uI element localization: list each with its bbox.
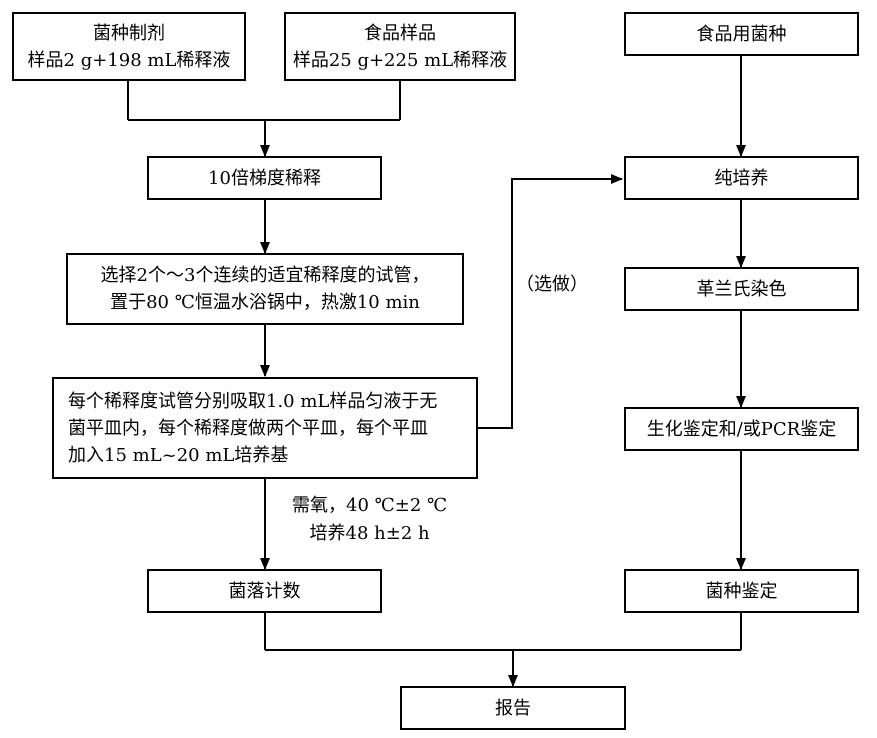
- node-plating-line1: 每个稀释度试管分别吸取1.0 mL样品匀液于无: [68, 390, 438, 412]
- node-food-strain-label: 食品用菌种: [696, 23, 787, 45]
- node-food-sample: 食品样品 样品25 g+225 mL稀释液: [284, 12, 516, 81]
- incubation-line1: 需氧，40 ℃±2 ℃: [292, 495, 448, 516]
- node-bacteria-prep: 菌种制剂 样品2 g+198 mL稀释液: [12, 12, 246, 81]
- node-strain-id: 菌种鉴定: [624, 569, 859, 613]
- node-gram-stain: 革兰氏染色: [624, 267, 859, 311]
- incubation-conditions: 需氧，40 ℃±2 ℃ 培养48 h±2 h: [292, 492, 447, 548]
- incubation-line2: 培养48 h±2 h: [309, 523, 430, 544]
- node-food-sample-detail: 样品25 g+225 mL稀释液: [292, 49, 508, 71]
- node-select-tubes-line1: 选择2个～3个连续的适宜稀释度的试管，: [100, 265, 430, 286]
- node-gram-stain-label: 革兰氏染色: [696, 278, 787, 300]
- node-pure-culture-label: 纯培养: [714, 167, 769, 189]
- node-food-sample-title: 食品样品: [364, 22, 436, 44]
- node-strain-id-label: 菌种鉴定: [705, 580, 778, 602]
- node-report: 报告: [400, 686, 626, 730]
- node-biochem-id-label: 生化鉴定和/或PCR鉴定: [646, 418, 837, 440]
- node-bacteria-prep-title: 菌种制剂: [93, 22, 165, 44]
- node-dilution: 10倍梯度稀释: [147, 156, 382, 200]
- node-plating-line3: 加入15 mL~20 mL培养基: [68, 444, 289, 466]
- node-biochem-id: 生化鉴定和/或PCR鉴定: [624, 407, 859, 451]
- node-select-tubes: 选择2个～3个连续的适宜稀释度的试管， 置于80 ℃恒温水浴锅中，热激10 mi…: [66, 253, 464, 325]
- node-dilution-label: 10倍梯度稀释: [208, 167, 321, 189]
- node-plating: 每个稀释度试管分别吸取1.0 mL样品匀液于无 菌平皿内，每个稀释度做两个平皿，…: [52, 377, 478, 479]
- optional-label: （选做）: [516, 274, 588, 295]
- node-colony-count: 菌落计数: [147, 569, 382, 613]
- node-pure-culture: 纯培养: [624, 156, 859, 200]
- node-select-tubes-line2: 置于80 ℃恒温水浴锅中，热激10 min: [110, 292, 420, 313]
- node-report-label: 报告: [495, 697, 531, 719]
- arrow-plating-to-pure-culture: [478, 174, 623, 429]
- node-bacteria-prep-detail: 样品2 g+198 mL稀释液: [27, 49, 231, 71]
- node-plating-line2: 菌平皿内，每个稀释度做两个平皿，每个平皿: [68, 417, 428, 439]
- node-colony-count-label: 菌落计数: [228, 580, 301, 602]
- node-food-strain: 食品用菌种: [624, 12, 859, 56]
